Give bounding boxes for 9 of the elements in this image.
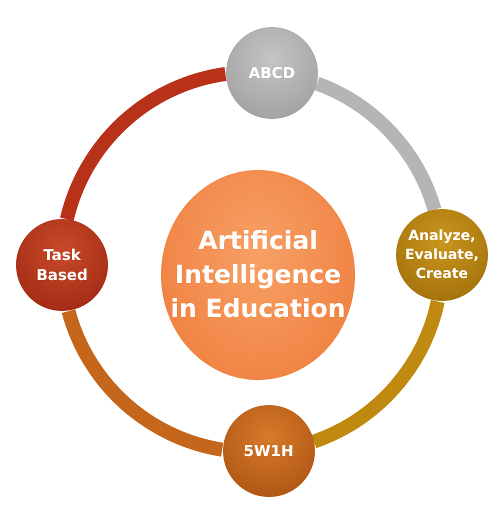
title-text: Artificial Intelligence in Education <box>169 225 347 325</box>
topic-text: Analyze, Evaluate, Create <box>404 227 480 284</box>
ring-arc <box>311 300 445 448</box>
ring-arc <box>62 308 224 457</box>
ring-arc <box>314 77 442 212</box>
topic-text: Task Based <box>35 245 89 286</box>
topic-text: ABCD <box>248 62 296 84</box>
ring-arc <box>60 67 227 222</box>
topic-text: 5W1H <box>244 441 294 462</box>
